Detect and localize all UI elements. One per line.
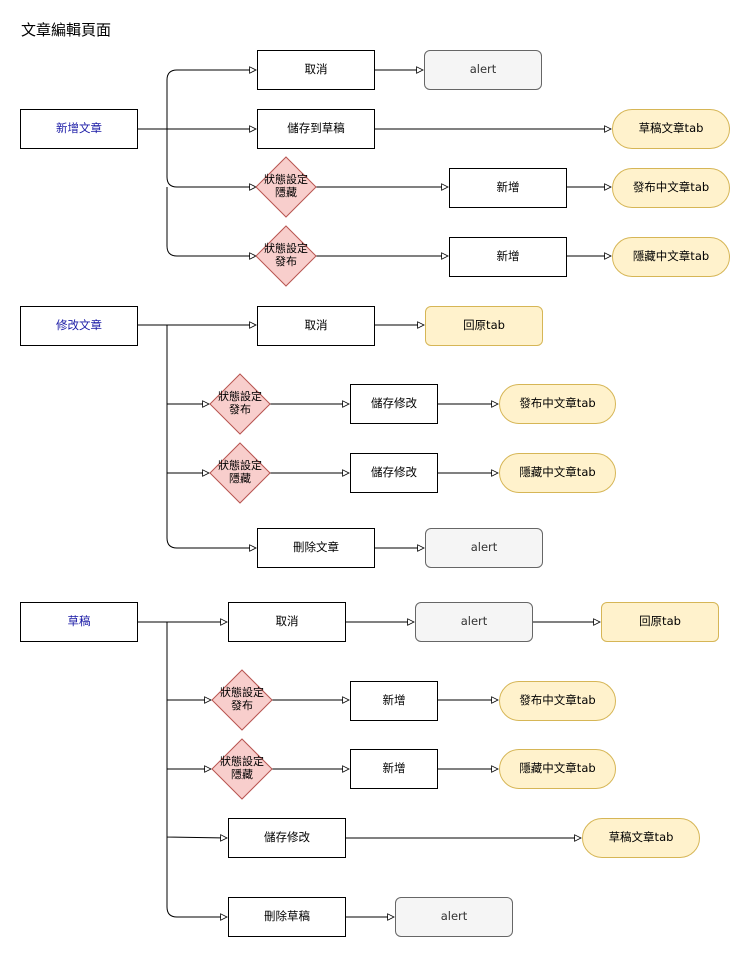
delete-draft-node: 刪除草稿 xyxy=(228,897,346,937)
alert-node: alert xyxy=(415,602,533,642)
alert-node: alert xyxy=(395,897,513,937)
edge xyxy=(166,187,256,256)
draft-tab-node: 草稿文章tab xyxy=(612,109,730,149)
add-node: 新增 xyxy=(350,749,438,789)
edge xyxy=(166,473,256,548)
save-edit-node: 儲存修改 xyxy=(350,453,438,493)
edge xyxy=(166,129,256,187)
edge xyxy=(166,404,209,473)
save-edit-node: 儲存修改 xyxy=(228,818,346,858)
add-article-node: 新增文章 xyxy=(20,109,138,149)
hidden-tab-node: 隱藏中文章tab xyxy=(499,749,616,789)
alert-node: alert xyxy=(425,528,543,568)
hidden-tab-node: 隱藏中文章tab xyxy=(499,453,616,493)
alert-node: alert xyxy=(424,50,542,90)
status-hidden-decision-shape xyxy=(209,442,271,504)
hidden-tab-node: 隱藏中文章tab xyxy=(612,237,730,277)
status-publish-decision-shape xyxy=(211,669,273,731)
save-to-draft-node: 儲存到草稿 xyxy=(257,109,375,149)
edge xyxy=(166,622,211,700)
draft-tab-node: 草稿文章tab xyxy=(582,818,700,858)
draft-node: 草稿 xyxy=(20,602,138,642)
restore-tab-node: 回原tab xyxy=(425,306,543,346)
edge xyxy=(166,837,227,917)
status-hidden-decision-shape xyxy=(255,156,317,218)
publishing-tab-node: 發布中文章tab xyxy=(612,168,730,208)
status-publish-decision-shape xyxy=(255,225,317,287)
cancel-node: 取消 xyxy=(257,50,375,90)
edge xyxy=(166,769,227,838)
cancel-node: 取消 xyxy=(228,602,346,642)
delete-article-node: 刪除文章 xyxy=(257,528,375,568)
page-title: 文章編輯頁面 xyxy=(21,21,112,39)
edge xyxy=(166,325,209,404)
status-publish-decision-shape xyxy=(209,373,271,435)
cancel-node: 取消 xyxy=(257,306,375,346)
restore-tab-node: 回原tab xyxy=(601,602,719,642)
status-hidden-decision-shape xyxy=(211,738,273,800)
publishing-tab-node: 發布中文章tab xyxy=(499,681,616,721)
edge xyxy=(138,70,256,130)
edit-article-node: 修改文章 xyxy=(20,306,138,346)
add-node: 新增 xyxy=(449,168,567,208)
add-node: 新增 xyxy=(350,681,438,721)
save-edit-node: 儲存修改 xyxy=(350,384,438,424)
publishing-tab-node: 發布中文章tab xyxy=(499,384,616,424)
edge xyxy=(166,700,211,769)
add-node: 新增 xyxy=(449,237,567,277)
